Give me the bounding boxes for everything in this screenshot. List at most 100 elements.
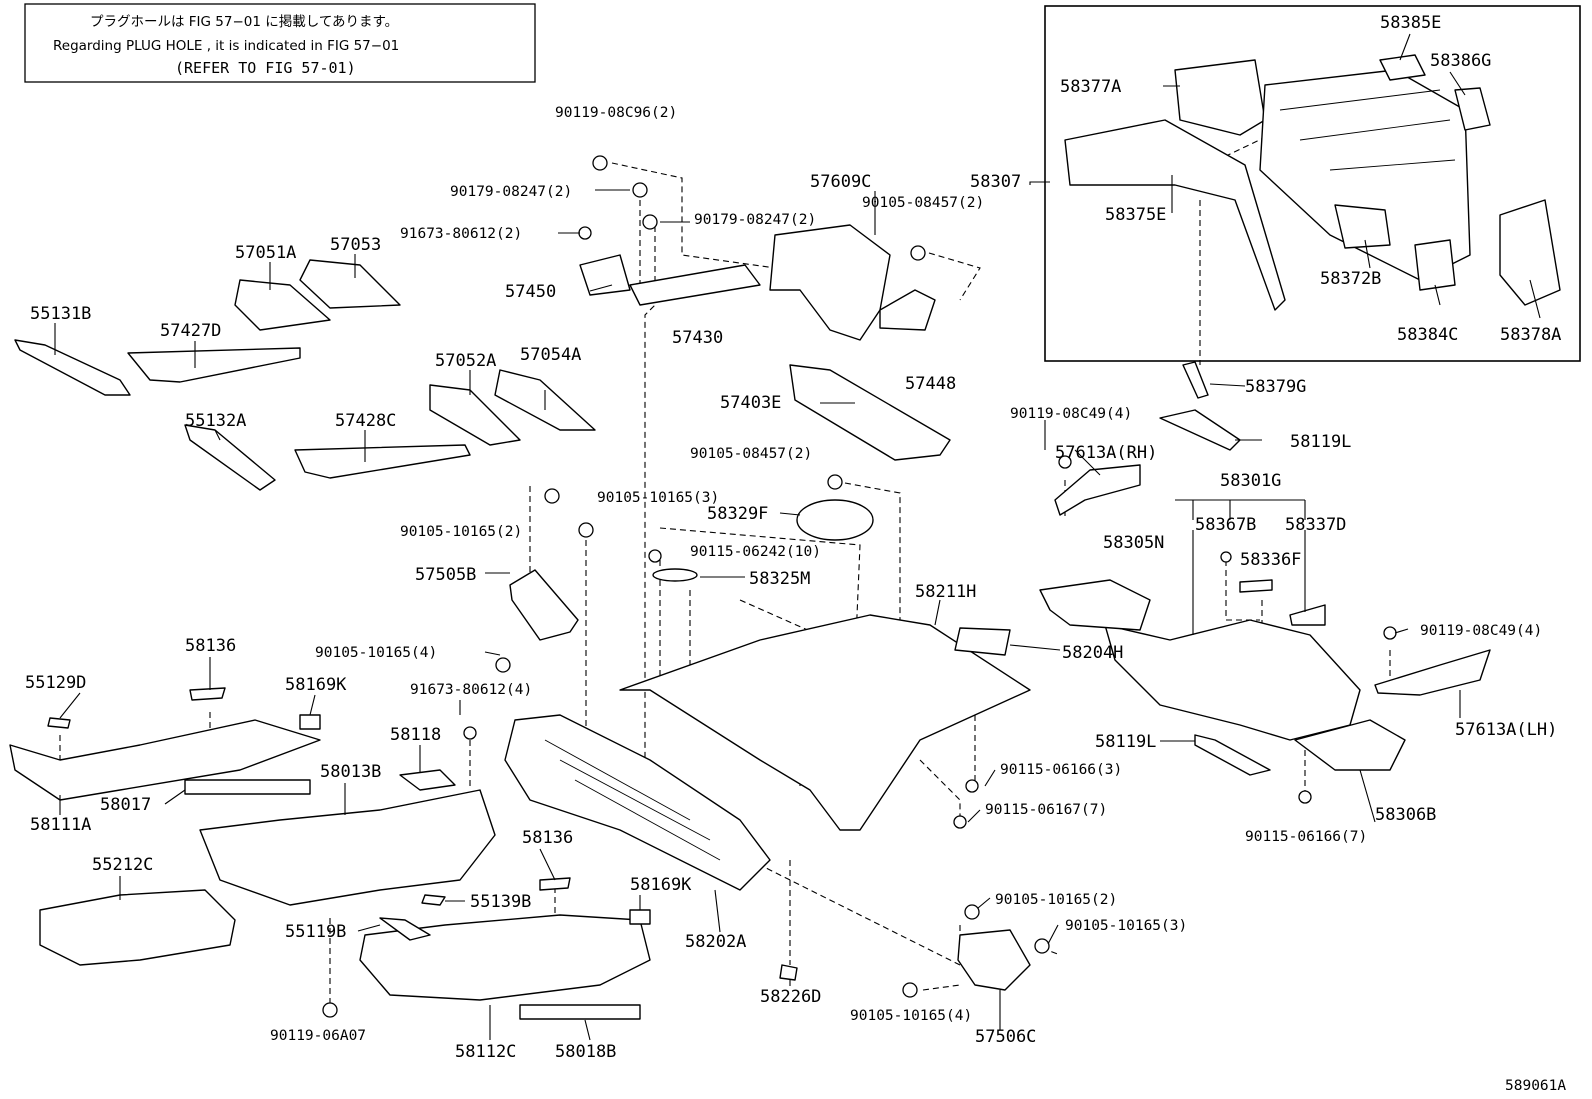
label-58226D: 58226D <box>760 987 821 1007</box>
part-58013B-shape <box>199 789 496 906</box>
part-58136-b-shape <box>539 877 571 891</box>
label-58372B: 58372B <box>1320 269 1381 289</box>
part-57450-shape <box>579 254 631 296</box>
label-57613A-LH: 57613A(LH) <box>1455 720 1557 740</box>
part-58337D-shape <box>1289 604 1326 626</box>
part-58325M-shape <box>652 568 698 582</box>
part-55132A-shape <box>184 424 276 491</box>
label-57051A: 57051A <box>235 243 296 263</box>
label-57506C: 57506C <box>975 1027 1036 1047</box>
label-58367B: 58367B <box>1195 515 1256 535</box>
label-55119B: 55119B <box>285 922 346 942</box>
label-55132A: 55132A <box>185 411 246 431</box>
label-58306B: 58306B <box>1375 805 1436 825</box>
label-57448: 57448 <box>905 374 956 394</box>
label-57427D: 57427D <box>160 321 221 341</box>
label-90105-10165-a: 90105-10165(3) <box>597 490 719 506</box>
label-58169K-a: 58169K <box>285 675 347 695</box>
part-58378A-shape <box>1499 199 1561 306</box>
part-58118-shape <box>399 769 456 791</box>
part-58119L-b-shape <box>1194 734 1271 776</box>
label-90119-08C49-a: 90119-08C49(4) <box>1010 406 1132 422</box>
label-57428C: 57428C <box>335 411 396 431</box>
label-91673-80612-b: 91673-80612(4) <box>410 682 532 698</box>
part-58017-shape <box>184 779 311 795</box>
part-57428C-shape <box>294 444 471 479</box>
label-57403E: 57403E <box>720 393 781 413</box>
note-line-refer: (REFER TO FIG 57-01) <box>175 59 356 77</box>
part-58384C-shape <box>1414 239 1456 291</box>
part-58202A-shape <box>504 714 771 891</box>
figure-id: 589061A <box>1505 1078 1566 1094</box>
label-57052A: 57052A <box>435 351 496 371</box>
label-58202A: 58202A <box>685 932 746 952</box>
part-57053-shape <box>299 259 401 309</box>
part-55212C-shape <box>39 889 236 966</box>
label-58305N: 58305N <box>1103 533 1164 553</box>
part-58136-a-shape <box>189 687 226 701</box>
label-58119L-b: 58119L <box>1095 732 1156 752</box>
label-58384C: 58384C <box>1397 325 1458 345</box>
label-58386G: 58386G <box>1430 51 1491 71</box>
label-58013B: 58013B <box>320 762 381 782</box>
label-90179-08247-a: 90179-08247(2) <box>450 184 572 200</box>
label-90105-10165-d: 90105-10165(2) <box>995 892 1117 908</box>
label-55139B: 55139B <box>470 892 531 912</box>
label-58119L-a: 58119L <box>1290 432 1351 452</box>
label-58378A: 58378A <box>1500 325 1561 345</box>
part-58111A-shape <box>9 719 321 801</box>
part-55119B-shape <box>379 917 431 941</box>
label-57450: 57450 <box>505 282 556 302</box>
part-55129D-shape <box>47 717 71 729</box>
part-58119L-a-shape <box>1159 409 1241 451</box>
part-shapes <box>9 54 1561 1020</box>
label-90105-08457-a: 90105-08457(2) <box>862 195 984 211</box>
label-57054A: 57054A <box>520 345 581 365</box>
label-90105-10165-f: 90105-10165(4) <box>850 1008 972 1024</box>
part-58169K-a-shape <box>299 714 321 730</box>
part-57505B-shape <box>509 569 579 641</box>
part-57506C-shape <box>957 929 1031 991</box>
part-58372B-shape <box>1334 204 1391 249</box>
label-58017: 58017 <box>100 795 151 815</box>
part-57609C-shape <box>769 224 891 341</box>
label-58301G: 58301G <box>1220 471 1281 491</box>
label-58329F: 58329F <box>707 504 768 524</box>
part-58385E-shape <box>1379 54 1426 81</box>
label-58375E: 58375E <box>1105 205 1166 225</box>
part-58018B-shape <box>519 1004 641 1020</box>
label-57430: 57430 <box>672 328 723 348</box>
label-58169K-b: 58169K <box>630 875 692 895</box>
label-90105-10165-e: 90105-10165(3) <box>1065 918 1187 934</box>
label-90115-06166-b: 90115-06166(7) <box>1245 829 1367 845</box>
part-58301G-shape <box>1104 619 1361 741</box>
label-58204H: 58204H <box>1062 643 1123 663</box>
label-57613A-RH: 57613A(RH) <box>1055 443 1157 463</box>
label-90115-06166-a: 90115-06166(3) <box>1000 762 1122 778</box>
label-58111A: 58111A <box>30 815 91 835</box>
label-58018B: 58018B <box>555 1042 616 1062</box>
part-57051A-shape <box>234 279 331 331</box>
label-58118: 58118 <box>390 725 441 745</box>
label-58211H: 58211H <box>915 582 976 602</box>
label-leaders <box>54 33 1541 1041</box>
part-57448-shape <box>879 289 936 331</box>
part-57613A-RH-shape <box>1054 464 1141 516</box>
label-90179-08247-b: 90179-08247(2) <box>694 212 816 228</box>
label-57053: 57053 <box>330 235 381 255</box>
label-90115-06242: 90115-06242(10) <box>690 544 821 560</box>
label-55131B: 55131B <box>30 304 91 324</box>
part-58375E-shape <box>1064 119 1286 311</box>
part-58329F-shape <box>796 499 874 541</box>
part-58379G-shape <box>1182 361 1209 399</box>
part-55131B-shape <box>14 339 131 396</box>
label-91673-80612-a: 91673-80612(2) <box>400 226 522 242</box>
label-57609C: 57609C <box>810 172 871 192</box>
part-58336F-shape <box>1239 579 1273 593</box>
part-58226D-shape <box>779 964 798 981</box>
label-58112C: 58112C <box>455 1042 516 1062</box>
label-58379G: 58379G <box>1245 377 1306 397</box>
part-58112C-shape <box>359 914 651 1001</box>
